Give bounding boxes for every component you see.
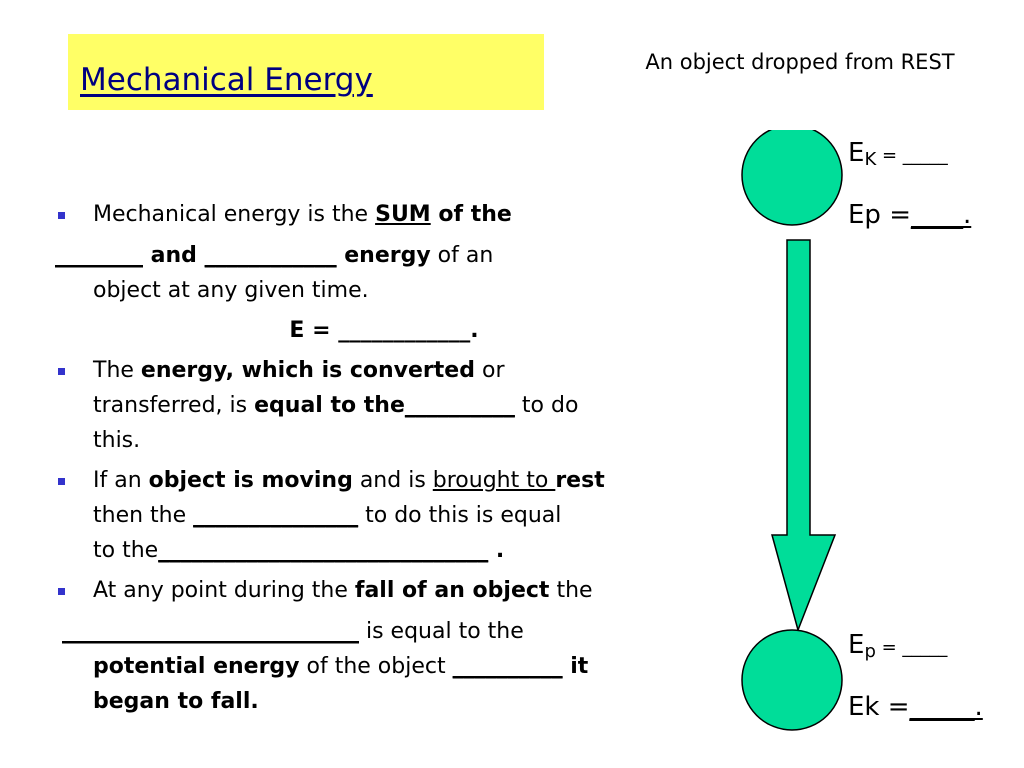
subscript: p	[864, 641, 876, 662]
bullet-1-line-1: Mechanical energy is the SUM of the	[93, 197, 512, 232]
text: If an	[93, 468, 149, 493]
bullet-3-line-1: If an object is moving and is brought to…	[93, 463, 605, 498]
text: to the	[93, 538, 159, 563]
text: or	[474, 358, 505, 383]
text-underlined: brought to	[432, 468, 556, 493]
bullet-icon	[58, 478, 65, 485]
bullet-2-line-1: The energy, which is converted or	[93, 353, 504, 388]
down-arrow	[771, 239, 837, 633]
top-ep-label: Ep =____.	[848, 200, 971, 230]
bullet-1-line-2: ________ and ____________ energy of an	[55, 238, 493, 273]
equation-blank: = _____	[876, 145, 948, 166]
text-bold: object is moving	[148, 468, 353, 493]
title-box: Mechanical Energy	[68, 34, 544, 110]
text: of an	[430, 243, 494, 268]
text: Ep =	[848, 200, 911, 230]
bullet-4-line-3: potential energy of the object _________…	[93, 649, 588, 684]
bullet-icon	[58, 588, 65, 595]
text: object at any given time.	[93, 278, 369, 303]
text-bold: equal to the	[254, 393, 405, 418]
text: Ek =	[848, 692, 910, 722]
ball-at-bottom-circle	[741, 629, 843, 731]
blank: ___________________________	[62, 619, 359, 644]
blank: ____________	[204, 243, 337, 268]
bullet-2-line-2: transferred, is equal to the__________ t…	[93, 388, 578, 423]
bottom-ek-label: Ek =_____.	[848, 692, 983, 722]
text-bold: began to fall.	[93, 689, 259, 714]
text-bold: rest	[555, 468, 605, 493]
text: Mechanical energy is the	[93, 202, 376, 227]
text: At any point during the	[93, 578, 355, 603]
bullet-4-line-4: began to fall.	[93, 684, 259, 719]
text: The	[93, 358, 141, 383]
bullet-1-line-3: object at any given time.	[93, 273, 369, 308]
bullet-3-line-2: then the _______________ to do this is e…	[93, 498, 561, 533]
blank: ________	[55, 243, 143, 268]
bullet-icon	[58, 212, 65, 219]
text: is equal to the	[359, 619, 524, 644]
formula: E = ____________.	[289, 318, 479, 343]
blank: __________	[452, 654, 563, 679]
bullet-3-line-3: to the______________________________ .	[93, 533, 504, 568]
text: the	[549, 578, 593, 603]
text-bold: energy	[336, 243, 431, 268]
blank: _______________	[193, 503, 359, 528]
text: transferred, is	[93, 393, 255, 418]
text-bold: .	[488, 538, 505, 563]
page-title: Mechanical Energy	[80, 62, 373, 98]
text-bold: energy, which is converted	[140, 358, 475, 383]
formula-line: E = ____________.	[0, 313, 768, 348]
symbol: E	[848, 630, 865, 660]
bottom-ep-label: Ep = _____	[848, 630, 947, 662]
symbol: E	[848, 138, 865, 168]
blank: _____.	[909, 692, 983, 722]
falling-object-diagram	[741, 130, 843, 731]
text: to do this is equal	[358, 503, 562, 528]
top-ek-label: EK = _____	[848, 138, 948, 170]
bullet-4-line-2: ___________________________ is equal to …	[62, 614, 524, 649]
bullet-2-line-3: this.	[93, 423, 140, 458]
equation-blank: = _____	[875, 637, 948, 658]
ball-at-rest-circle	[741, 130, 843, 226]
sum-word: SUM	[375, 202, 431, 227]
text: to do	[514, 393, 579, 418]
diagram-caption: An object dropped from REST	[645, 50, 955, 74]
text-bold: it	[562, 654, 589, 679]
text: then the	[93, 503, 194, 528]
text-bold: of the	[430, 202, 512, 227]
blank: ______________________________	[158, 538, 489, 563]
bullet-icon	[58, 368, 65, 375]
text-bold: and	[143, 243, 205, 268]
text: of the object	[299, 654, 453, 679]
subscript: K	[864, 149, 877, 170]
text: this.	[93, 428, 141, 453]
text-bold: potential energy	[93, 654, 300, 679]
text: and is	[352, 468, 433, 493]
bullet-4-line-1: At any point during the fall of an objec…	[93, 573, 593, 608]
blank: __________	[404, 393, 515, 418]
blank: ____.	[910, 200, 972, 230]
text-bold: fall of an object	[354, 578, 550, 603]
